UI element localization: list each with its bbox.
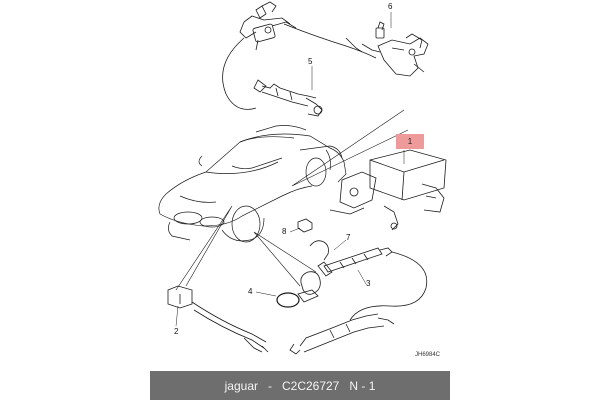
callout-leaders [175, 12, 405, 327]
cable-mount-bracket [375, 21, 429, 77]
wiring-harness [167, 285, 269, 353]
speed-sensor-lower [289, 313, 395, 355]
callout-6: 6 [388, 2, 393, 11]
callout-7: 7 [346, 233, 351, 242]
o-ring [276, 292, 300, 308]
speed-sensor-assembly [297, 247, 393, 303]
retaining-clip [309, 240, 329, 261]
callout-1: 1 [407, 137, 413, 146]
sensor-cable-loop [349, 251, 428, 321]
callout-4: 4 [248, 287, 253, 296]
callout-3: 3 [366, 279, 371, 288]
callout-2: 2 [174, 327, 179, 336]
footer-separator: - [267, 378, 272, 393]
callout-5: 5 [308, 57, 313, 66]
cable-loop-left [222, 37, 257, 110]
nut [297, 218, 313, 233]
control-module [329, 149, 447, 231]
cable-bracket-assembly [239, 1, 297, 51]
callout-8: 8 [282, 227, 287, 236]
diagram-reference-code: JH6984C [414, 352, 440, 358]
footer-suffix: N - 1 [349, 378, 376, 393]
exploded-parts-diagram [158, 1, 447, 355]
footer-brand: jaguar [224, 378, 258, 393]
car-illustration [158, 125, 347, 243]
callout-1-highlight: 1 [396, 134, 424, 149]
footer-part-number: C2C26727 [281, 378, 340, 393]
throttle-cable [283, 23, 377, 59]
leader-lines [175, 109, 409, 291]
footer-bar: jaguar - C2C26727 N - 1 [150, 371, 450, 400]
speed-sensor-upper [253, 79, 323, 117]
